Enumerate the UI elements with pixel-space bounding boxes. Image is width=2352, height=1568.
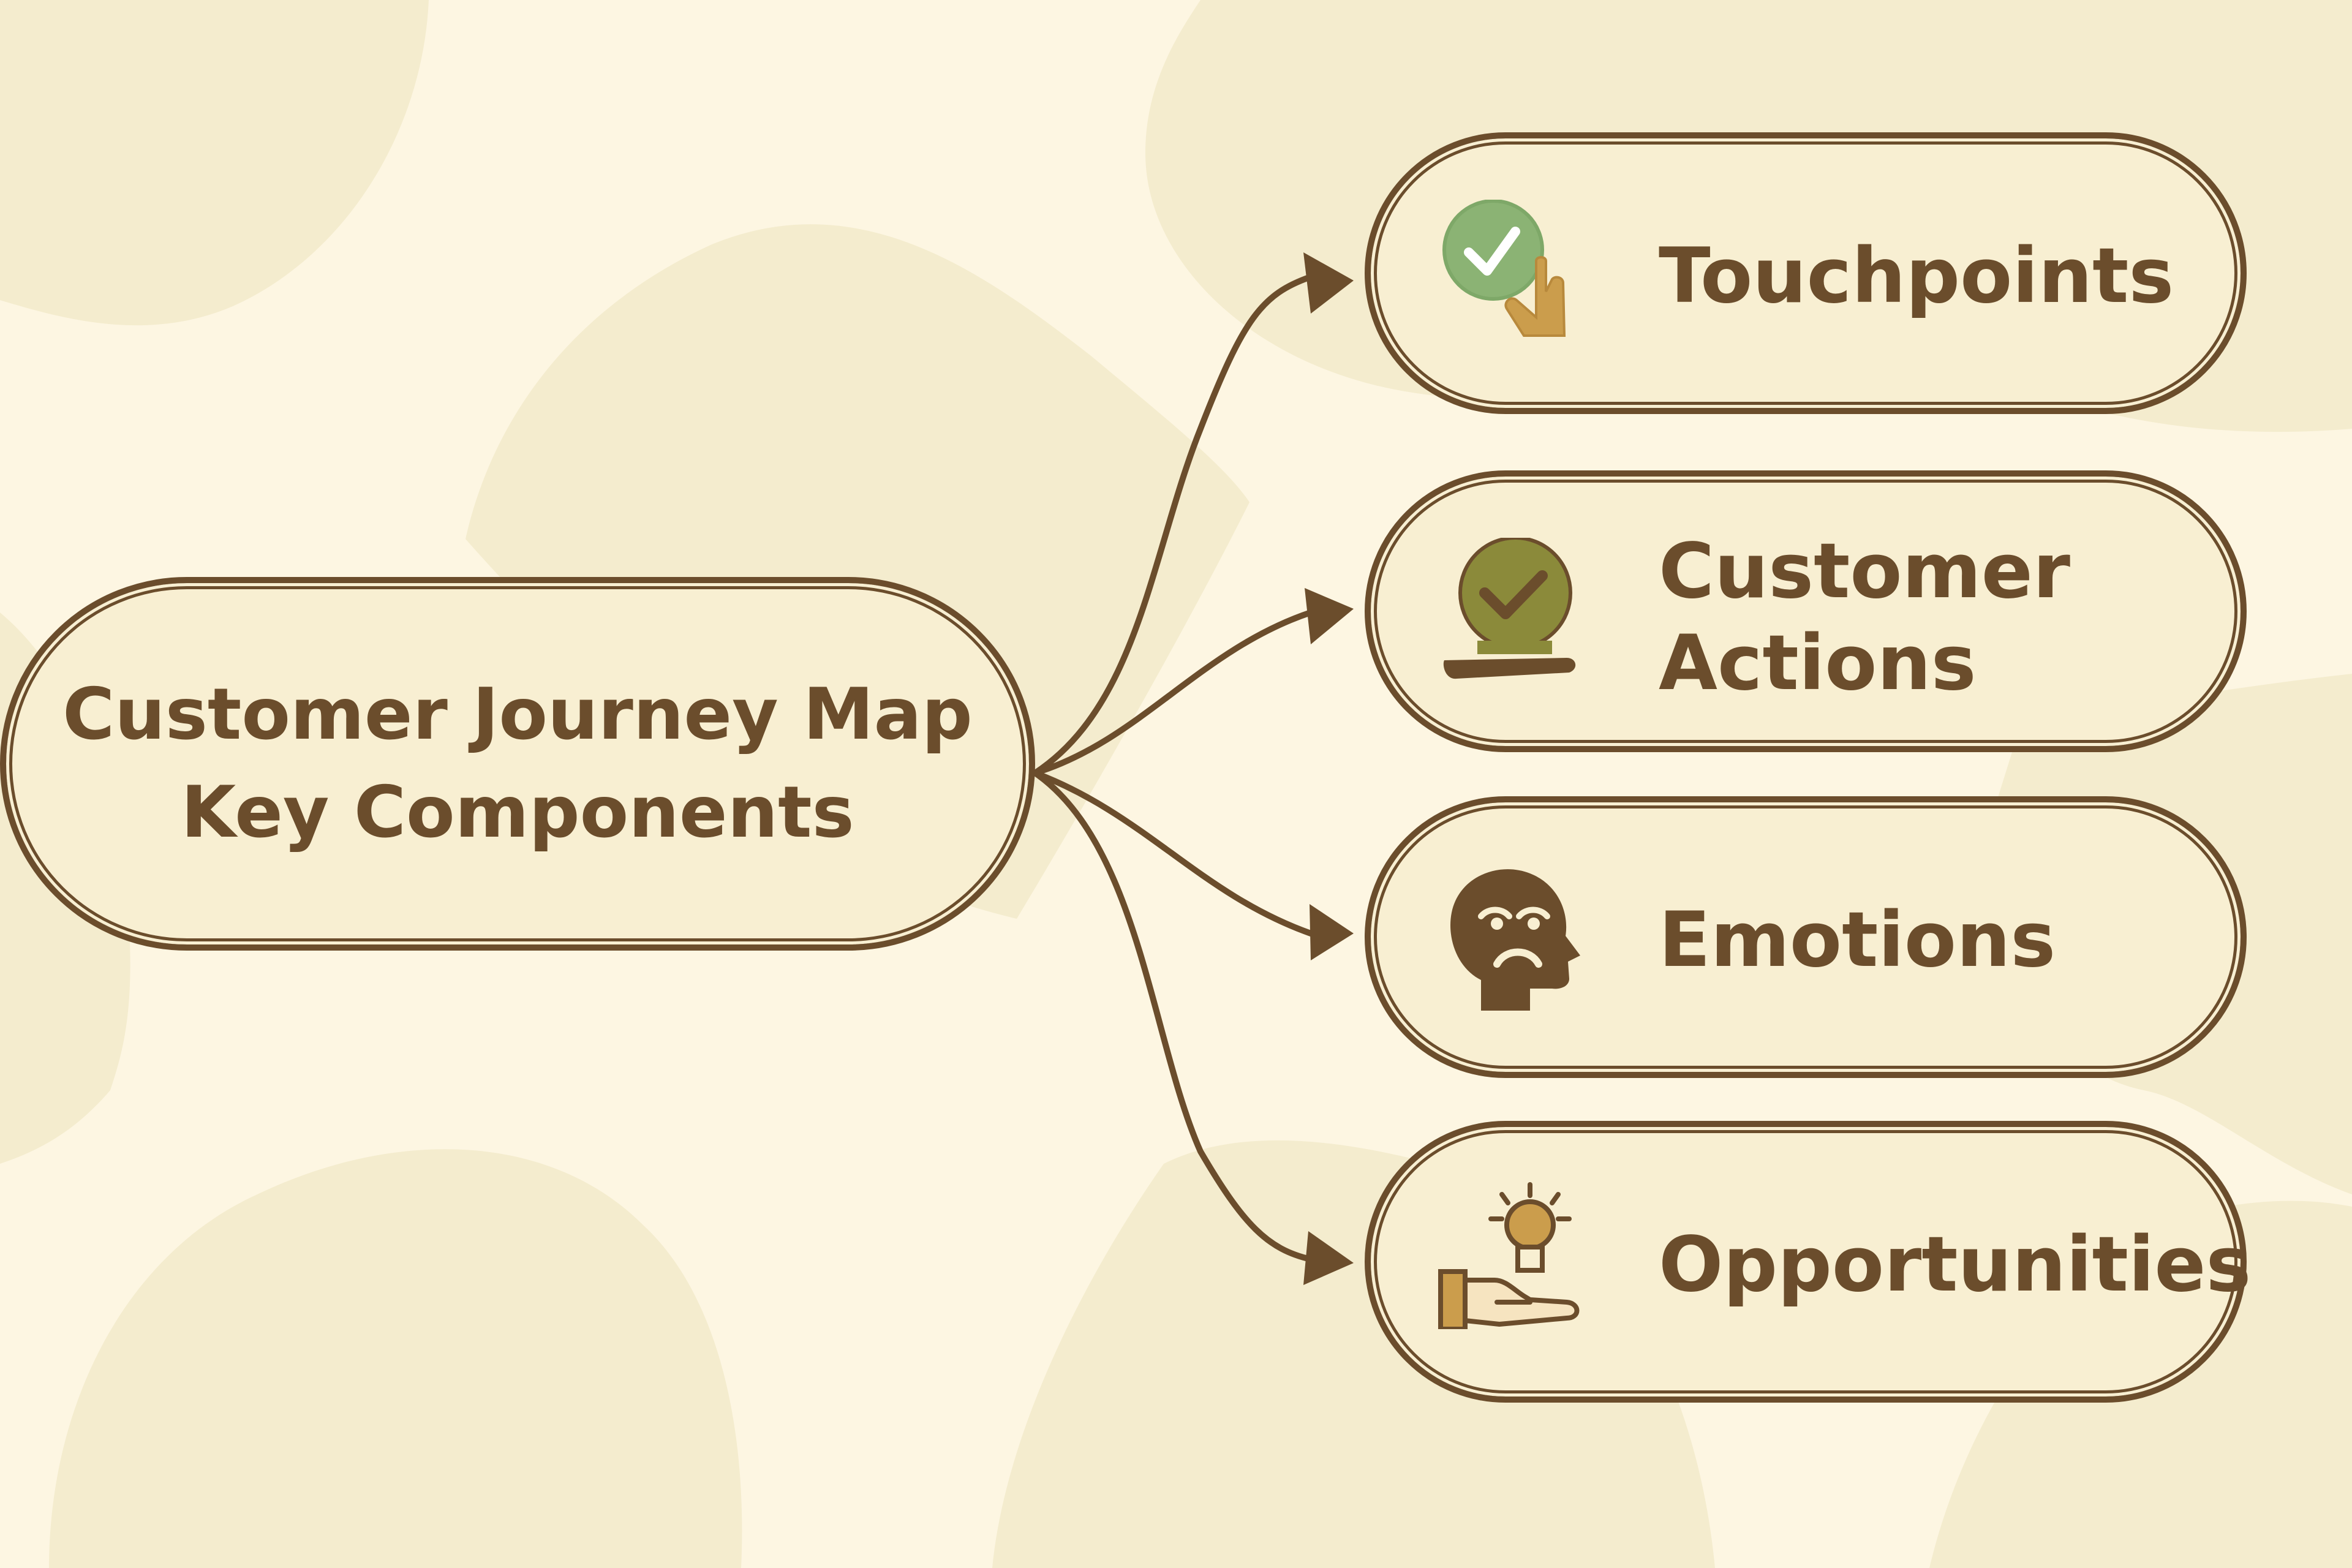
customer-actions-label-line1: Customer xyxy=(1659,527,2071,616)
arrowhead-touchpoints xyxy=(1303,252,1354,314)
blob-top-left xyxy=(0,0,429,326)
root-title-line2: Key Components xyxy=(181,771,854,854)
emotions-label: Emotions xyxy=(1659,896,2056,984)
opportunities-label: Opportunities xyxy=(1659,1221,2252,1309)
customer-actions-label: Customer Actions xyxy=(1659,526,2070,709)
root-node: Customer Journey Map Key Components xyxy=(0,577,1035,951)
arrowhead-emotions xyxy=(1310,904,1354,960)
lightbulb-hand-icon xyxy=(1438,1182,1580,1329)
connector-actions xyxy=(1032,609,1314,776)
arrowhead-actions xyxy=(1305,588,1354,644)
hand-check-icon xyxy=(1443,538,1576,679)
connector-touchpoints xyxy=(1032,274,1314,776)
sad-head-icon xyxy=(1450,869,1580,1011)
component-touchpoints: Touchpoints xyxy=(1365,132,2247,414)
connector-opportunities xyxy=(1032,770,1314,1262)
root-title-line1: Customer Journey Map xyxy=(62,673,973,756)
arrowhead-opportunities xyxy=(1303,1231,1354,1285)
touch-check-icon xyxy=(1442,200,1566,337)
root-title: Customer Journey Map Key Components xyxy=(62,666,973,862)
blob-center xyxy=(466,224,1250,919)
touchpoints-label: Touchpoints xyxy=(1659,232,2174,320)
component-opportunities: Opportunities xyxy=(1365,1121,2251,1403)
customer-actions-label-line2: Actions xyxy=(1659,619,1977,707)
component-emotions: Emotions xyxy=(1365,796,2247,1078)
component-customer-actions: Customer Actions xyxy=(1365,470,2247,752)
blob-bottom-left xyxy=(49,1149,742,1568)
connector-emotions xyxy=(1032,770,1314,937)
